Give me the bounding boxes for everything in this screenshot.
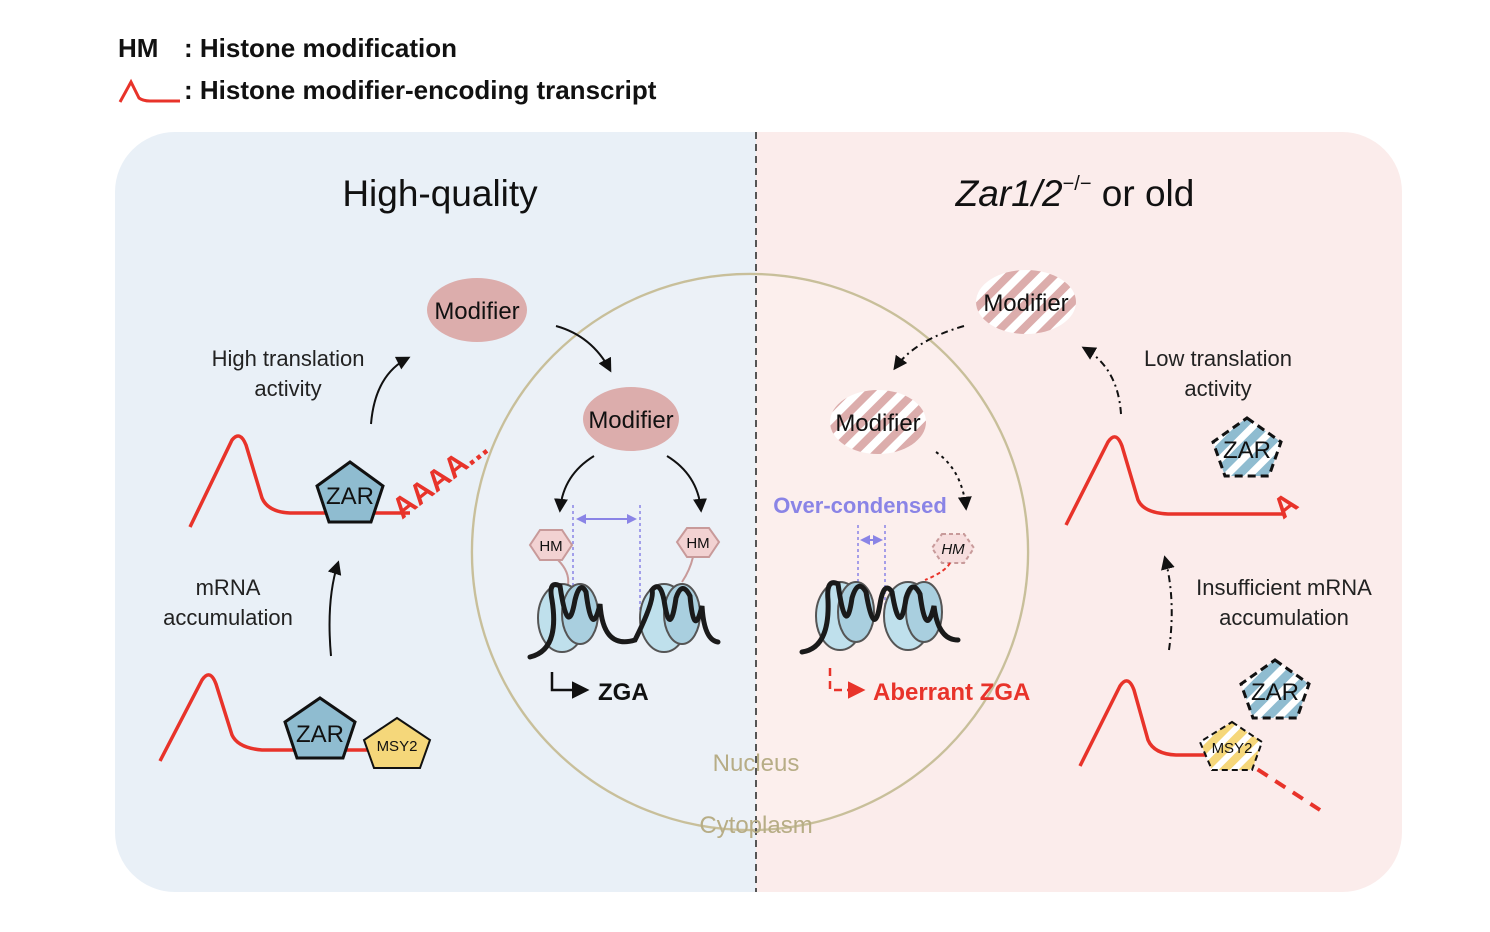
zga-arrow [550, 672, 590, 699]
mrna-label-1: mRNA [196, 575, 261, 600]
svg-text:ZAR: ZAR [326, 483, 374, 510]
svg-text:HM: HM [686, 535, 709, 552]
svg-text:Modifier: Modifier [588, 407, 673, 434]
zga-label: ZGA [598, 679, 649, 706]
svg-text:MSY2: MSY2 [377, 738, 418, 755]
zar-protein-striped-lower: ZAR [1239, 658, 1311, 720]
svg-text:Modifier: Modifier [434, 298, 519, 325]
high-translation-label-2: activity [254, 376, 321, 401]
svg-text:HM: HM [539, 538, 562, 555]
high-translation-label-1: High translation [212, 346, 365, 371]
hm-tag-faded: HM [924, 533, 976, 581]
insufficient-label-2: accumulation [1219, 605, 1349, 630]
zar-protein-lower: ZAR [283, 696, 357, 760]
svg-text:ZAR: ZAR [296, 721, 344, 748]
right-transcript-upper [1064, 435, 1285, 526]
low-translation-label-1: Low translation [1144, 346, 1292, 371]
mrna-label-2: accumulation [163, 605, 293, 630]
hm-tag-right: HM [675, 527, 721, 583]
modifier-import-arrow [555, 325, 612, 373]
modifier-to-hm-left-arrow [553, 455, 595, 513]
modifier-import-arrow-reduced [893, 325, 965, 371]
left-panel-title: High-quality [342, 173, 538, 214]
legend-transcript-def: : Histone modifier-encoding transcript [184, 75, 657, 105]
msy2-protein: MSY2 [362, 716, 432, 769]
insufficient-label-1: Insufficient mRNA [1196, 575, 1372, 600]
right-modifier-inner: Modifier [830, 390, 926, 454]
svg-text:Modifier: Modifier [983, 290, 1068, 317]
modifier-to-hm-right-arrow [666, 455, 708, 513]
translation-arrow [370, 356, 411, 425]
msy2-protein-striped: MSY2 [1198, 720, 1264, 771]
over-condensed-label: Over-condensed [773, 493, 947, 518]
left-transcript-lower [158, 673, 380, 762]
nucleus-label: Nucleus [713, 750, 800, 777]
dna-strand-left [527, 582, 721, 660]
hm-tag-left: HM [528, 529, 574, 586]
legend-hm-abbr: HM [118, 33, 158, 63]
nucleus-fill-left [473, 275, 756, 829]
legend: HM : Histone modification : Histone modi… [118, 33, 657, 105]
legend-hm-def: : Histone modification [184, 33, 457, 63]
dna-strand-condensed [799, 580, 961, 655]
left-transcript-upper [188, 434, 410, 528]
nucleus-border [470, 272, 1030, 832]
right-panel-title: Zar1/2−/− or old [955, 173, 1195, 214]
svg-text:Modifier: Modifier [835, 410, 920, 437]
aberrant-zga-arrow [828, 668, 866, 699]
cytoplasm-label: Cytoplasm [699, 812, 812, 839]
accumulation-arrow [327, 560, 342, 657]
svg-text:MSY2: MSY2 [1212, 740, 1253, 757]
modifier-to-hm-dotted-arrow [935, 451, 972, 511]
aberrant-zga-label: Aberrant ZGA [873, 679, 1030, 706]
low-translation-label-2: activity [1184, 376, 1251, 401]
svg-text:ZAR: ZAR [1251, 679, 1299, 706]
transcript-legend-icon [118, 78, 180, 103]
left-modifier-inner: Modifier [583, 387, 679, 451]
svg-text:ZAR: ZAR [1223, 437, 1271, 464]
nucleus-fill-right [756, 275, 1027, 829]
right-modifier-outer: Modifier [976, 270, 1076, 334]
zar-protein-upper: ZAR [315, 460, 385, 524]
low-translation-arrow [1081, 346, 1122, 415]
zar-protein-striped-upper: ZAR [1211, 416, 1283, 478]
degrading-transcript-tail [1238, 756, 1322, 812]
svg-text:HM: HM [941, 541, 965, 558]
left-modifier-outer: Modifier [427, 278, 527, 342]
right-transcript-lower [1078, 679, 1230, 767]
